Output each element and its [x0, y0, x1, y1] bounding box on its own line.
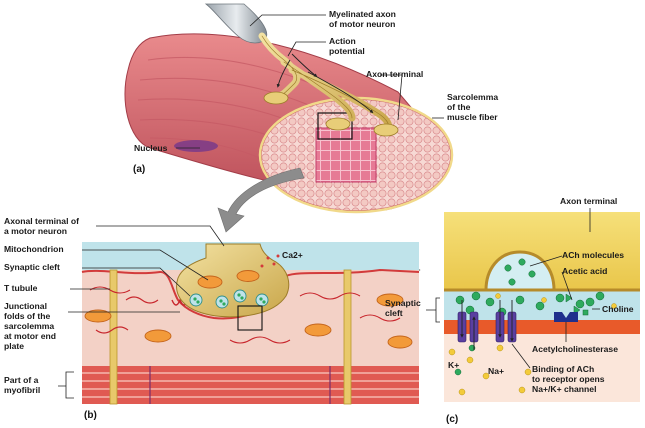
panel-c-enzyme	[554, 312, 578, 322]
label-choline: Choline	[602, 304, 634, 314]
panel-b-mitochondria	[84, 293, 413, 349]
label-potassium: K+	[448, 360, 459, 370]
panel-c-choline	[582, 297, 595, 316]
label-synaptic-cleft-b: Synaptic cleft	[4, 262, 60, 272]
panel-b-reticulum	[89, 286, 401, 344]
label-myofibril-1: Part of a	[4, 375, 39, 385]
label-sarcolemma-1: Sarcolemma	[447, 92, 498, 102]
panel-b-sarcolemma	[81, 268, 420, 320]
label-sodium: Na+	[488, 366, 504, 376]
panel-b-terminal-mitochondria	[197, 270, 260, 289]
label-calcium: Ca2+	[282, 250, 303, 260]
zoom-box	[317, 112, 353, 140]
axon-terminal-a3	[325, 117, 351, 131]
label-synaptic-cleft-c-1: Synaptic	[385, 298, 421, 308]
panel-c-ions	[448, 293, 617, 396]
label-axonal-terminal-1: Axonal terminal of	[4, 216, 79, 226]
label-sarcolemma-3: muscle fiber	[447, 112, 498, 122]
label-axonal-terminal-2: a motor neuron	[4, 226, 67, 236]
panel-b-t-tubules	[109, 269, 352, 405]
leader-synaptic-cleft	[82, 267, 191, 297]
label-mitochondrion: Mitochondrion	[4, 244, 64, 254]
label-binding-1: Binding of ACh	[532, 364, 594, 374]
label-nucleus: Nucleus	[134, 143, 168, 153]
label-myelinated-axon-1: Myelinated axon	[329, 9, 396, 19]
label-junctional-5: plate	[4, 341, 24, 351]
axon-terminal-a1	[263, 91, 289, 105]
label-junctional-4: at motor end	[4, 331, 56, 341]
action-potential-arrows	[276, 53, 374, 114]
label-ach-molecules: ACh molecules	[562, 250, 624, 260]
label-action-potential-1: Action	[329, 36, 356, 46]
leader-mitochondrion	[82, 249, 209, 281]
label-action-potential-2: potential	[329, 46, 365, 56]
label-synaptic-cleft-c-2: cleft	[385, 308, 403, 318]
label-t-tubule: T tubule	[4, 283, 38, 293]
zoom-box-b	[237, 305, 263, 331]
panel-label-c: (c)	[446, 414, 458, 425]
panel-c-flow-arrows	[460, 300, 514, 350]
fibril-block	[315, 127, 377, 183]
label-acetylcholinesterase: Acetylcholinesterase	[532, 344, 618, 354]
panel-c-sarcoplasm	[444, 334, 640, 402]
panel-c-ach-vesicle-dots	[504, 258, 536, 286]
panel-b-calcium-ions	[260, 254, 280, 268]
panel-c-ach-cleft	[455, 291, 605, 317]
label-axon-terminal-c: Axon terminal	[560, 196, 617, 206]
panel-label-b: (b)	[84, 410, 97, 421]
leader-synaptic-cleft-c	[426, 297, 440, 323]
nucleus	[174, 140, 218, 152]
label-binding-2: to receptor opens	[532, 374, 605, 384]
myelin-sheath	[204, 3, 268, 44]
label-acetic-acid: Acetic acid	[562, 266, 607, 276]
label-axon-terminal-a: Axon terminal	[366, 69, 423, 79]
panel-c-membrane	[444, 320, 640, 334]
label-junctional-1: Junctional	[4, 301, 47, 311]
panel-c-k-ions	[454, 344, 476, 376]
leader-ach-molecules	[529, 255, 563, 267]
panel-b-vesicle-ach	[193, 293, 266, 306]
panel-c-vesicle	[484, 250, 556, 292]
panel-b-myofibril	[82, 366, 419, 404]
leader-axon-terminal-a	[380, 74, 403, 121]
leader-action-potential	[287, 41, 326, 57]
panel-a: Myelinated axon of motor neuron Action p…	[124, 3, 498, 214]
leader-myelinated	[249, 14, 326, 27]
label-junctional-2: folds of the	[4, 311, 51, 321]
leader-axonal-terminal	[96, 225, 225, 247]
zoom-arrow-a-to-b	[217, 167, 305, 233]
label-myelinated-axon-2: of motor neuron	[329, 19, 395, 29]
leader-myofibril	[58, 371, 74, 399]
leader-binding	[511, 343, 531, 369]
label-junctional-3: sarcolemma	[4, 321, 54, 331]
panel-label-a: (a)	[133, 164, 145, 175]
panel-b: Ca2+ Axonal terminal of a motor neuron M…	[4, 216, 420, 421]
panel-c: Axon terminal ACh molecules Acetic acid …	[385, 196, 640, 425]
axon-terminal-a2	[373, 123, 399, 137]
label-binding-3: Na+/K+ channel	[532, 384, 596, 394]
label-myofibril-2: myofibril	[4, 385, 40, 395]
leader-acetic-acid	[561, 271, 573, 301]
label-sarcolemma-2: of the	[447, 102, 471, 112]
axon-outline	[261, 35, 389, 129]
